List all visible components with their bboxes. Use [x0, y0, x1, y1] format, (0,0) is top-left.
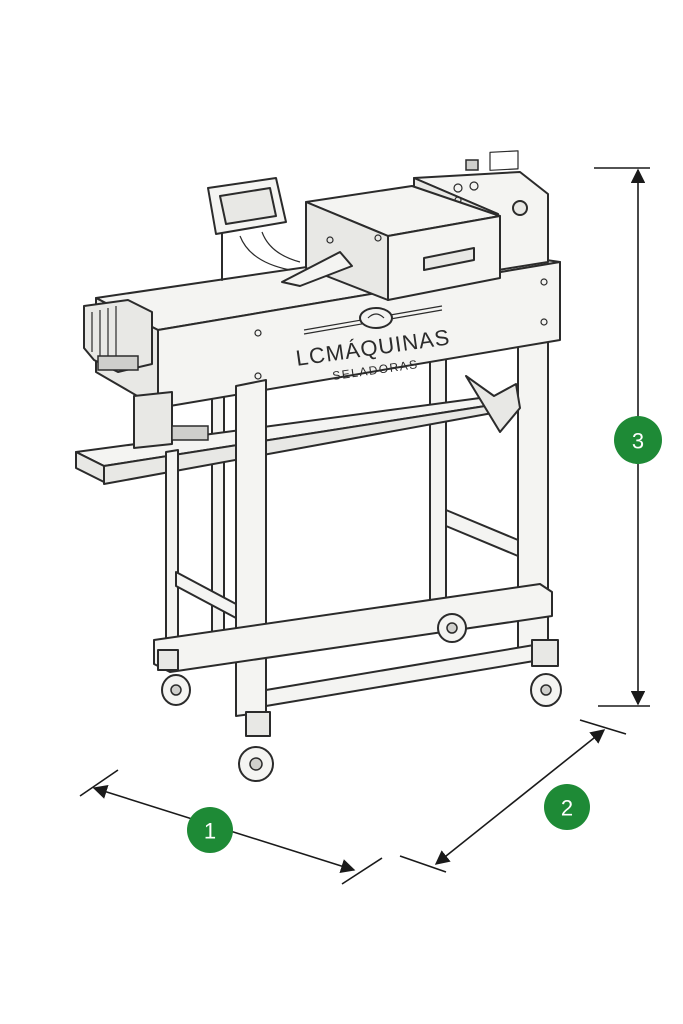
- dimension-badge-2: 2: [544, 784, 590, 830]
- conveyor-table: [75, 375, 521, 485]
- badge-circle: [187, 807, 233, 853]
- badge-circle: [544, 784, 590, 830]
- badge-circle: [614, 416, 662, 464]
- caster-rear: [437, 613, 467, 643]
- sealing-machine-illustration: LCMÁQUINAS SELADORAS: [75, 150, 562, 782]
- caster-left: [157, 649, 191, 706]
- front-frame: [153, 379, 553, 717]
- motor: [83, 299, 153, 373]
- heater-cover: [305, 185, 501, 301]
- caster-front-left: [238, 711, 274, 782]
- badge-label: 2: [561, 796, 573, 821]
- feed-guide: [281, 251, 353, 287]
- dimension-2-depth: [399, 719, 627, 873]
- dimension-badge-3: 3: [614, 416, 662, 464]
- badge-label: 1: [204, 819, 216, 844]
- badge-label: 3: [632, 429, 644, 454]
- dimension-badge-1: 1: [187, 807, 233, 853]
- caster-right: [530, 639, 562, 707]
- touchscreen-display: [207, 177, 301, 281]
- caster-wheels: [157, 613, 562, 782]
